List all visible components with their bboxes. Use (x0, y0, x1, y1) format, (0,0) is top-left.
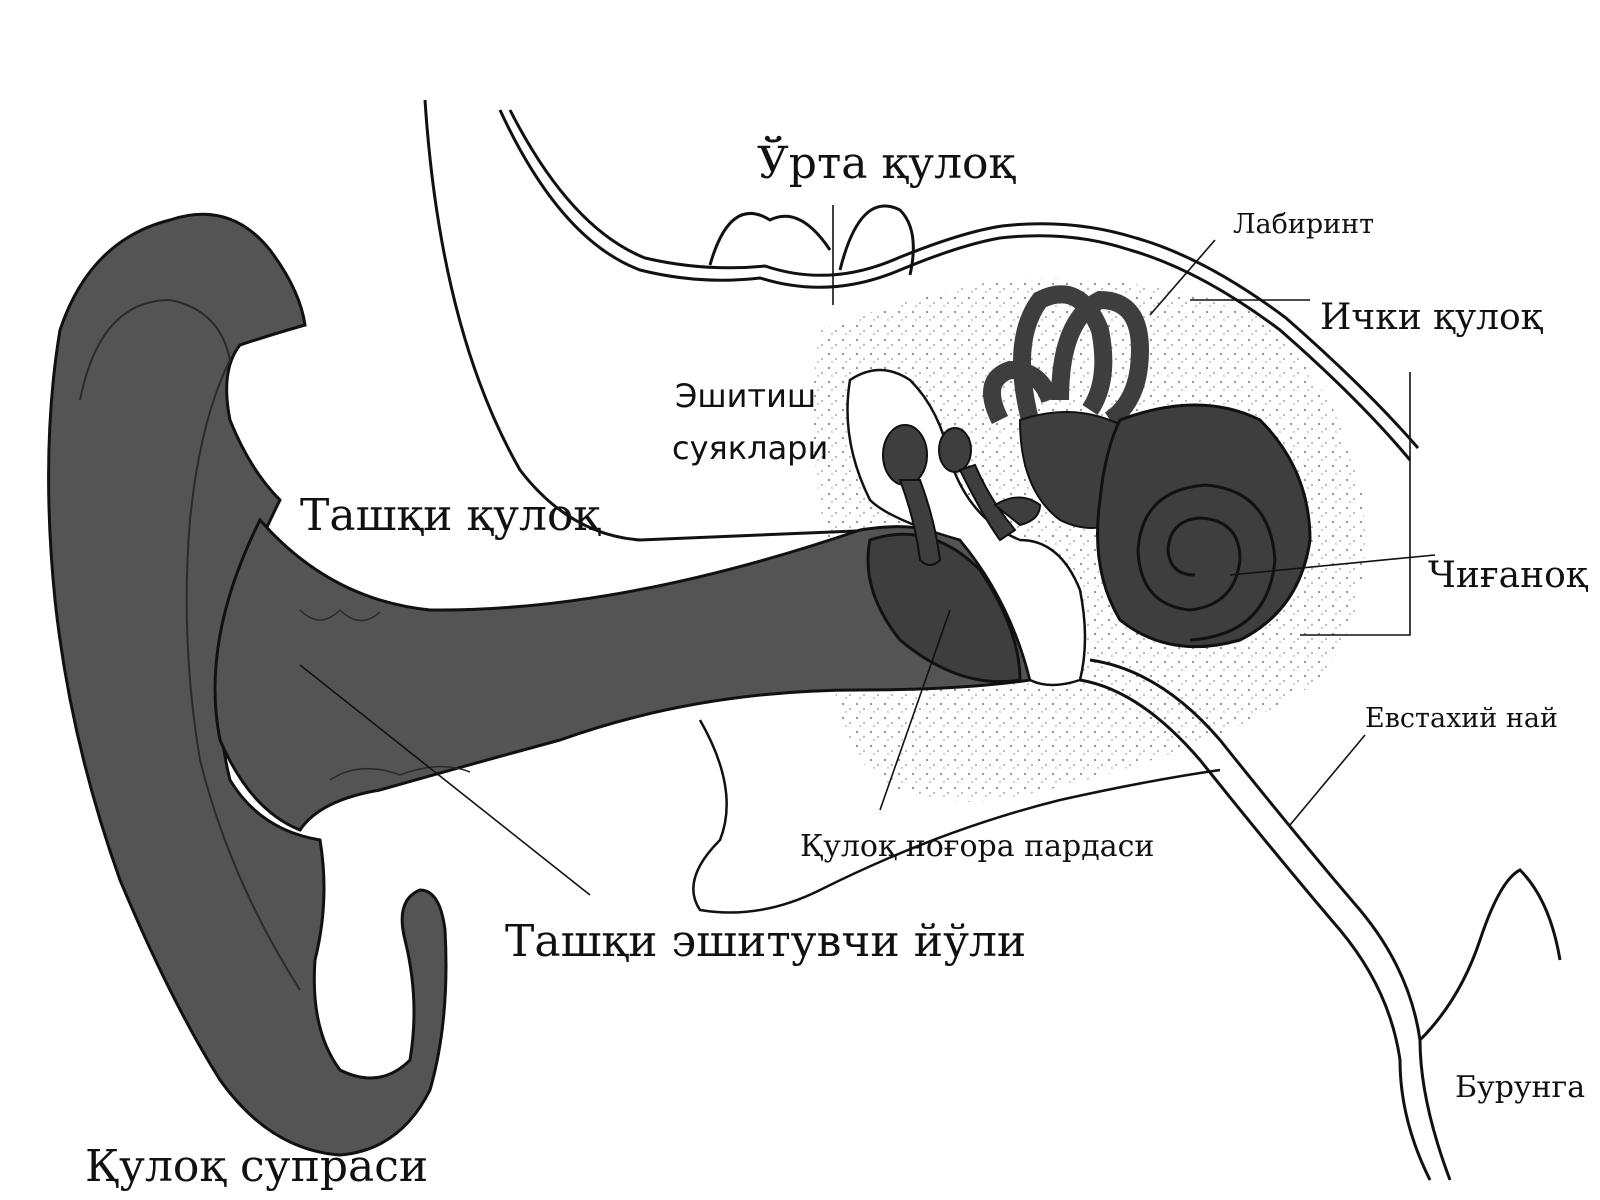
label-to-nose: Бурунга (1455, 1070, 1586, 1105)
cochlea (1096, 403, 1312, 649)
label-auricle: Қулоқ супраси (85, 1141, 429, 1192)
label-ear-canal: Ташқи эшитувчи йўли (505, 916, 1027, 967)
leader-lines (299, 205, 1436, 896)
label-middle-ear: Ўрта қулоқ (757, 138, 1016, 189)
skull-outline (423, 99, 1420, 542)
label-outer-ear: Ташқи қулоқ (300, 490, 601, 541)
auricle-fold (79, 298, 301, 991)
label-eardrum: Қулоқ ноғора пардаси (800, 829, 1155, 864)
label-eustachian-tube: Евстахий най (1365, 703, 1558, 734)
label-ossicles-2: суяклари (672, 429, 829, 467)
semicircular-canals (983, 285, 1150, 428)
label-ossicles-1: Эшитиш (675, 377, 817, 415)
auricle (47, 212, 448, 1157)
label-labyrinth: Лабиринт (1233, 209, 1375, 240)
label-cochlea: Чиғаноқ (1428, 555, 1588, 596)
tympanic-membrane (866, 532, 1022, 684)
ossicles (882, 424, 1042, 566)
lower-bone-outline (692, 719, 1221, 914)
eustachian-tube (1079, 658, 1562, 1181)
ear-canal (213, 517, 1032, 832)
label-inner-ear: Ички қулоқ (1320, 297, 1543, 338)
